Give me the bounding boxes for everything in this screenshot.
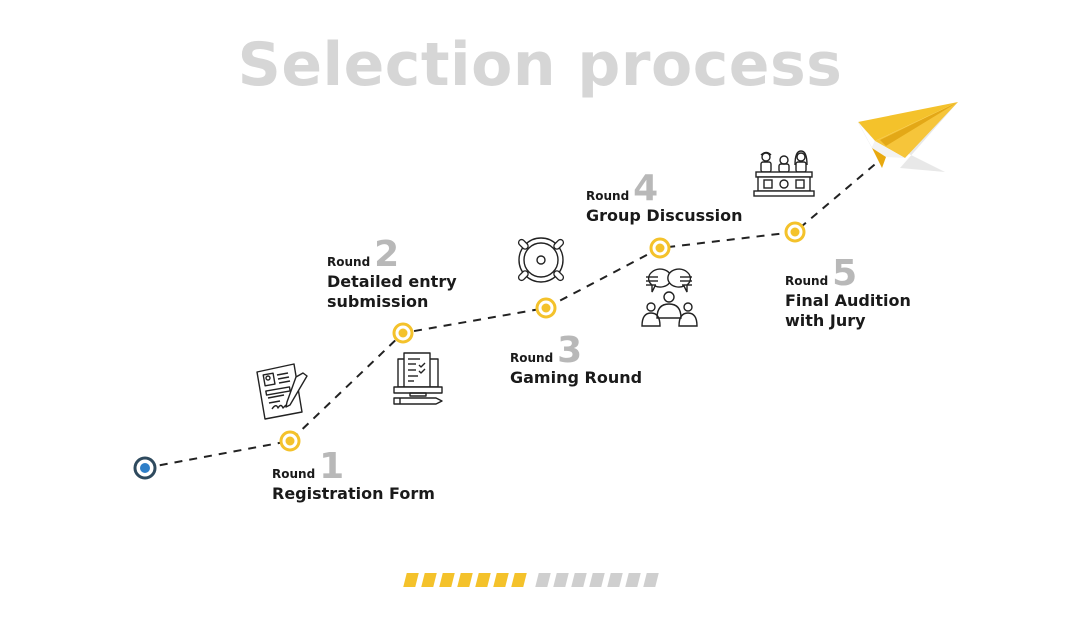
- progress-segment-pending: [571, 573, 587, 587]
- progress-segment-pending: [607, 573, 623, 587]
- round-word: Round: [586, 189, 630, 203]
- progress-segment-pending: [643, 573, 659, 587]
- paper-plane-icon: [857, 102, 958, 172]
- round-name: submission: [327, 292, 429, 311]
- progress-segment-pending: [589, 573, 605, 587]
- round-word: Round: [272, 467, 316, 481]
- round-name: Gaming Round: [510, 368, 643, 387]
- round-3-marker[interactable]: [535, 297, 557, 319]
- round-name: Registration Form: [272, 484, 435, 503]
- progress-segment-pending: [625, 573, 641, 587]
- progress-segment-complete: [493, 573, 509, 587]
- progress-segment-complete: [475, 573, 491, 587]
- round-2-label: Round 2 Detailed entry submission: [327, 234, 457, 312]
- round-number: 4: [633, 168, 659, 209]
- round-1-label: Round 1 Registration Form: [272, 446, 435, 504]
- progress-segment-complete: [439, 573, 455, 587]
- round-2-marker[interactable]: [392, 322, 414, 344]
- round-5-label: Round 5 Final Audition with Jury: [785, 253, 911, 331]
- round-word: Round: [327, 255, 371, 269]
- checklist-computer-icon: [393, 352, 443, 405]
- round-number: 5: [832, 253, 858, 294]
- round-name: Group Discussion: [586, 206, 743, 225]
- progress-indicator: [403, 573, 659, 587]
- round-4-marker[interactable]: [649, 237, 671, 259]
- round-name: Final Audition: [785, 291, 911, 310]
- round-name: Detailed entry: [327, 272, 457, 291]
- progress-segment-complete: [457, 573, 473, 587]
- round-number: 1: [319, 446, 345, 487]
- round-5-marker[interactable]: [784, 221, 806, 243]
- round-word: Round: [785, 274, 829, 288]
- round-number: 3: [557, 330, 583, 371]
- round-3-label: Round 3 Gaming Round: [510, 330, 643, 388]
- page-title: Selection process: [237, 30, 843, 100]
- start-point-icon: [133, 456, 157, 480]
- registration-form-icon: [256, 363, 308, 420]
- round-name: with Jury: [785, 311, 866, 330]
- progress-segment-complete: [511, 573, 527, 587]
- progress-segment-pending: [553, 573, 569, 587]
- group-discussion-icon: [641, 268, 698, 327]
- progress-segment-complete: [403, 573, 419, 587]
- round-word: Round: [510, 351, 554, 365]
- round-4-label: Round 4 Group Discussion: [586, 168, 743, 226]
- jury-panel-icon: [753, 150, 815, 197]
- round-number: 2: [374, 234, 400, 275]
- crosshair-target-icon: [517, 237, 565, 283]
- round-1-marker[interactable]: [279, 430, 301, 452]
- progress-segment-pending: [535, 573, 551, 587]
- progress-segment-complete: [421, 573, 437, 587]
- dashed-path: [144, 159, 881, 469]
